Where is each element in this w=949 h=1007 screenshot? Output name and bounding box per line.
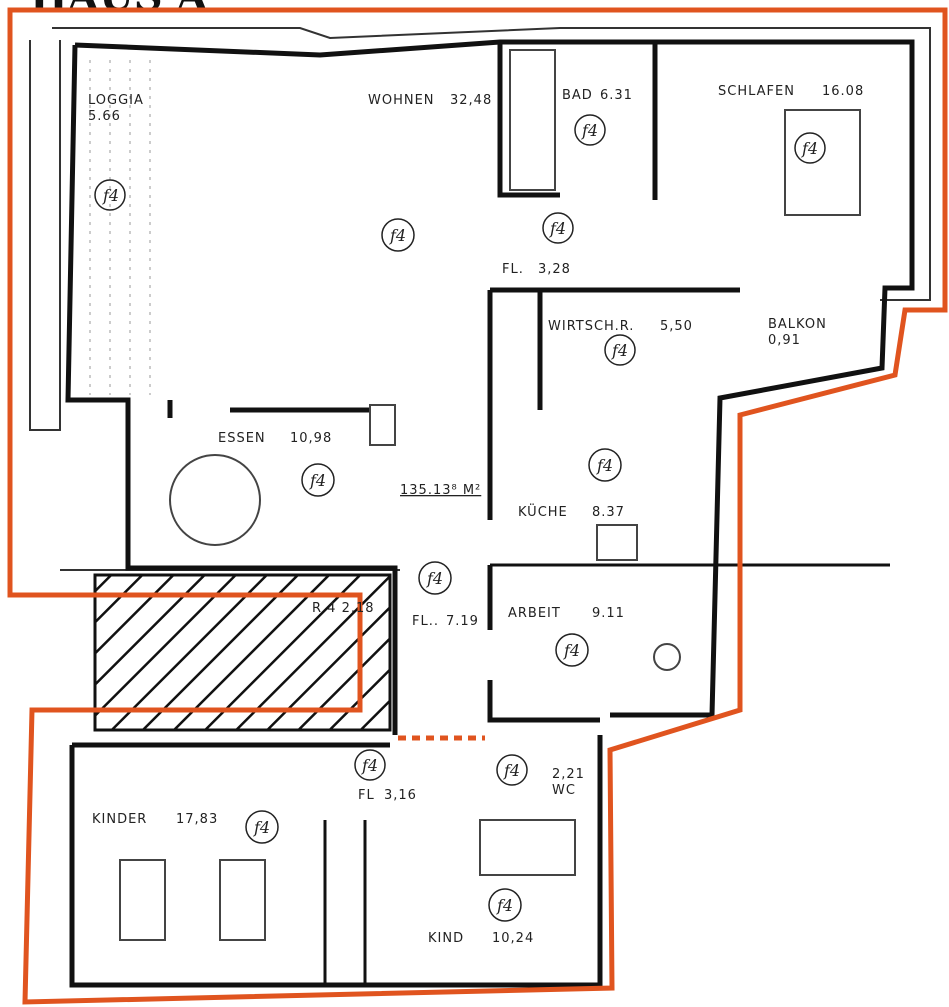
room-area-kind: 10,24 [492, 931, 534, 946]
room-mark: f4 [596, 456, 613, 475]
furniture [119, 49, 861, 941]
total-area: 135.13⁸ M² [400, 483, 481, 498]
room-area-flur1: 3,28 [538, 262, 571, 277]
room-mark: f4 [581, 121, 598, 140]
room-area-wirtschaftsraum: 5,50 [660, 319, 693, 334]
room-mark: f4 [801, 139, 818, 158]
room-mark: f4 [426, 569, 443, 588]
room-area-essen: 10,98 [290, 431, 332, 446]
room-area-kinder: 17,83 [176, 812, 218, 827]
room-name-loggia: LOGGIA [88, 93, 144, 108]
room-name-schlafen: SCHLAFEN [718, 84, 795, 99]
room-name-arbeit: ARBEIT [508, 606, 561, 621]
stairwell-hatch [93, 573, 392, 732]
room-area-bad: 6.31 [600, 88, 633, 103]
room-area-kueche: 8.37 [592, 505, 625, 520]
room-name-wirtschaftsraum: WIRTSCH.R. [548, 319, 634, 334]
room-name-kind: KIND [428, 931, 464, 946]
walls [65, 39, 915, 988]
room-name-wc: WC [552, 783, 576, 798]
room-name-balkon: BALKON [768, 317, 827, 332]
room-mark: f4 [503, 761, 520, 780]
room-area-wc: 2,21 [552, 767, 585, 782]
room-mark: f4 [563, 641, 580, 660]
room-area-arbeit: 9.11 [592, 606, 625, 621]
room-name-kinder: KINDER [92, 812, 147, 827]
room-mark: f4 [611, 341, 628, 360]
room-mark: f4 [549, 219, 566, 238]
room-name-bad: BAD [562, 88, 593, 103]
room-mark: f4 [496, 896, 513, 915]
stair-label: R 4 2.18 [312, 601, 375, 616]
loggia-tiles [89, 60, 151, 395]
room-mark: f4 [253, 818, 270, 837]
room-name-wohnen: WOHNEN [368, 93, 435, 108]
room-area-flur2: 7.19 [446, 614, 479, 629]
room-area-loggia: 5.66 [88, 109, 121, 124]
room-name-flur2: FL.. [412, 614, 439, 629]
room-name-essen: ESSEN [218, 431, 266, 446]
room-marks [94, 114, 826, 922]
room-area-flur3: 3,16 [384, 788, 417, 803]
room-area-balkon: 0,91 [768, 333, 801, 348]
room-mark: f4 [309, 471, 326, 490]
room-name-kueche: KÜCHE [518, 503, 568, 520]
room-mark: f4 [389, 226, 406, 245]
room-mark: f4 [102, 186, 119, 205]
room-area-schlafen: 16.08 [822, 84, 864, 99]
unit-outline [7, 7, 948, 1005]
room-area-wohnen: 32,48 [450, 93, 492, 108]
room-mark: f4 [361, 756, 378, 775]
room-name-flur1: FL. [502, 262, 524, 277]
room-name-flur3: FL [358, 788, 375, 803]
